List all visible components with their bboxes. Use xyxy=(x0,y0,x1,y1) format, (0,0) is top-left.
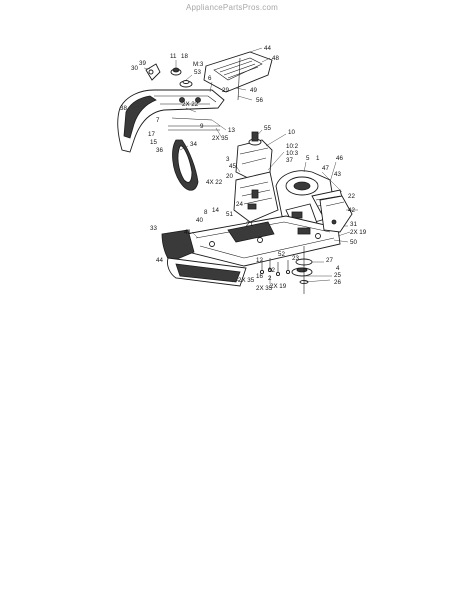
callout-label: 14 xyxy=(212,207,219,214)
callout-label: 6 xyxy=(208,75,212,82)
callout-label: 45 xyxy=(229,163,236,170)
callout-label: 56 xyxy=(256,97,263,104)
engine-cover xyxy=(203,51,273,93)
callout-label: 34 xyxy=(190,141,197,148)
callout-label: 48 xyxy=(272,55,279,62)
front-bumper xyxy=(161,229,247,287)
callout-label: 37 xyxy=(286,157,293,164)
drive-belt xyxy=(172,139,199,191)
callout-label: 16 xyxy=(256,273,263,280)
callout-label: 4X 22 xyxy=(206,179,223,186)
callout-label: 18 xyxy=(181,53,188,60)
callout-label: 49 xyxy=(250,87,257,94)
center-bracket xyxy=(233,171,279,223)
callout-label: 38 xyxy=(120,105,127,112)
callout-label: 51 xyxy=(226,211,233,218)
callout-label: 2X 19 xyxy=(270,283,287,290)
callout-label: 26 xyxy=(334,279,341,286)
callout-label: 36 xyxy=(156,147,163,154)
callout-label: 40 xyxy=(196,217,203,224)
callout-label: 31 xyxy=(350,221,357,228)
callout-label: 22 xyxy=(348,193,355,200)
side-rail xyxy=(319,195,353,233)
bracket-parts xyxy=(145,63,193,88)
callout-label: 27 xyxy=(326,257,333,264)
callout-label: 2X 19 xyxy=(350,229,367,236)
callout-label: 33 xyxy=(150,225,157,232)
callout-label: 2 xyxy=(268,275,272,282)
callout-label: 4 xyxy=(336,265,340,272)
callout-label: 39 xyxy=(139,60,146,67)
callout-labels: 44 48 30 39 11 18 M:3 53 6 38 2X 22 29 4… xyxy=(120,45,367,292)
callout-label: 20 xyxy=(226,173,233,180)
callout-label: 44 xyxy=(156,257,163,264)
callout-label: 8 xyxy=(204,209,208,216)
callout-label: 44 xyxy=(264,45,271,52)
callout-label: 50 xyxy=(350,239,357,246)
callout-label: 42 xyxy=(348,207,355,214)
callout-label: 10:3 xyxy=(286,150,299,157)
callout-label: 2X 35 xyxy=(212,135,229,142)
fender-frame xyxy=(117,89,225,153)
callout-label: 21 xyxy=(246,221,253,228)
callout-label: M:3 xyxy=(193,61,204,68)
callout-label: 23 xyxy=(292,255,299,262)
watermark-text: AppliancePartsPros.com xyxy=(186,3,278,12)
callout-label: 55 xyxy=(264,125,271,132)
callout-label: 32 xyxy=(268,267,275,274)
callout-label: 17 xyxy=(148,131,155,138)
callout-label: 47 xyxy=(322,165,329,172)
callout-label: 3 xyxy=(226,156,230,163)
callout-label: 15 xyxy=(150,139,157,146)
callout-label: 24 xyxy=(236,201,243,208)
leader-lines xyxy=(131,47,358,284)
callout-label: 1 xyxy=(316,155,320,162)
callout-label: 13 xyxy=(228,127,235,134)
callout-label: 9 xyxy=(200,123,204,130)
callout-label: 53 xyxy=(194,69,201,76)
bolts xyxy=(259,258,291,277)
callout-label: 2X 22 xyxy=(182,101,199,108)
callout-label: 29 xyxy=(222,87,229,94)
callout-label: 25 xyxy=(334,272,341,279)
rods xyxy=(168,57,241,131)
callout-label: 10:2 xyxy=(286,143,299,150)
chassis-frame xyxy=(185,215,341,267)
callout-label: 5 xyxy=(306,155,310,162)
callout-label: 7 xyxy=(156,117,160,124)
callout-label: 11 xyxy=(170,53,177,60)
callout-label: 43 xyxy=(334,171,341,178)
callout-label: 30 xyxy=(131,65,138,72)
callout-label: 12 xyxy=(256,257,263,264)
callout-label: 46 xyxy=(336,155,343,162)
callout-label: 2X 35 xyxy=(238,277,255,284)
callout-label: 41 xyxy=(184,229,191,236)
callout-label: 52 xyxy=(278,251,285,258)
callout-label: 10 xyxy=(288,129,295,136)
pulley-stack xyxy=(291,246,313,294)
callout-label: 2X 35 xyxy=(256,285,273,292)
